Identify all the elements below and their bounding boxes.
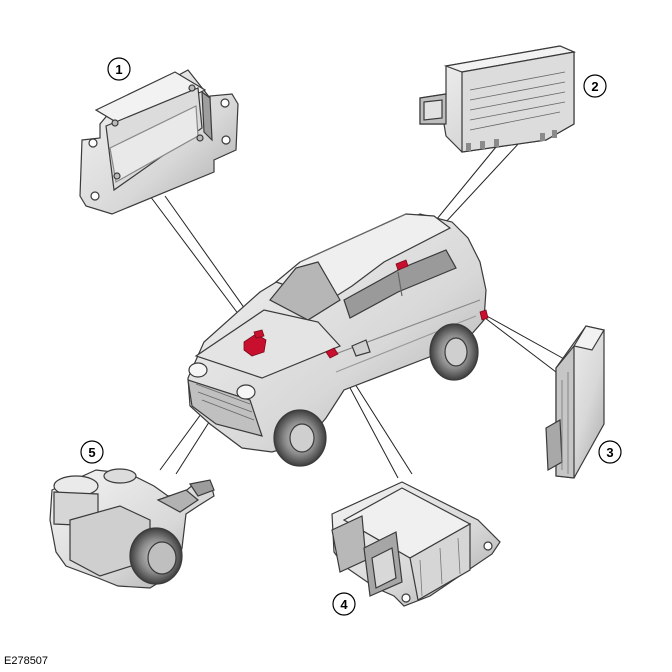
callout-2-label: 2	[591, 79, 598, 94]
callout-5-label: 5	[88, 445, 95, 460]
brake-actuator-unit	[50, 469, 214, 588]
leader-line-3b	[485, 315, 566, 360]
callout-4: 4	[333, 593, 355, 615]
callout-1: 1	[108, 58, 130, 80]
callout-1-label: 1	[115, 62, 122, 77]
callout-2: 2	[584, 75, 606, 97]
control-module-4	[332, 482, 500, 606]
control-module-2	[420, 46, 574, 152]
reference-code: E278507	[4, 655, 48, 667]
callout-3-label: 3	[606, 445, 613, 460]
callout-3: 3	[599, 441, 621, 463]
leader-line-3a	[485, 318, 556, 372]
control-module-1	[80, 70, 238, 214]
control-module-3	[546, 326, 604, 478]
callout-5: 5	[81, 441, 103, 463]
vehicle-illustration	[188, 214, 486, 466]
callout-4-label: 4	[340, 597, 348, 612]
